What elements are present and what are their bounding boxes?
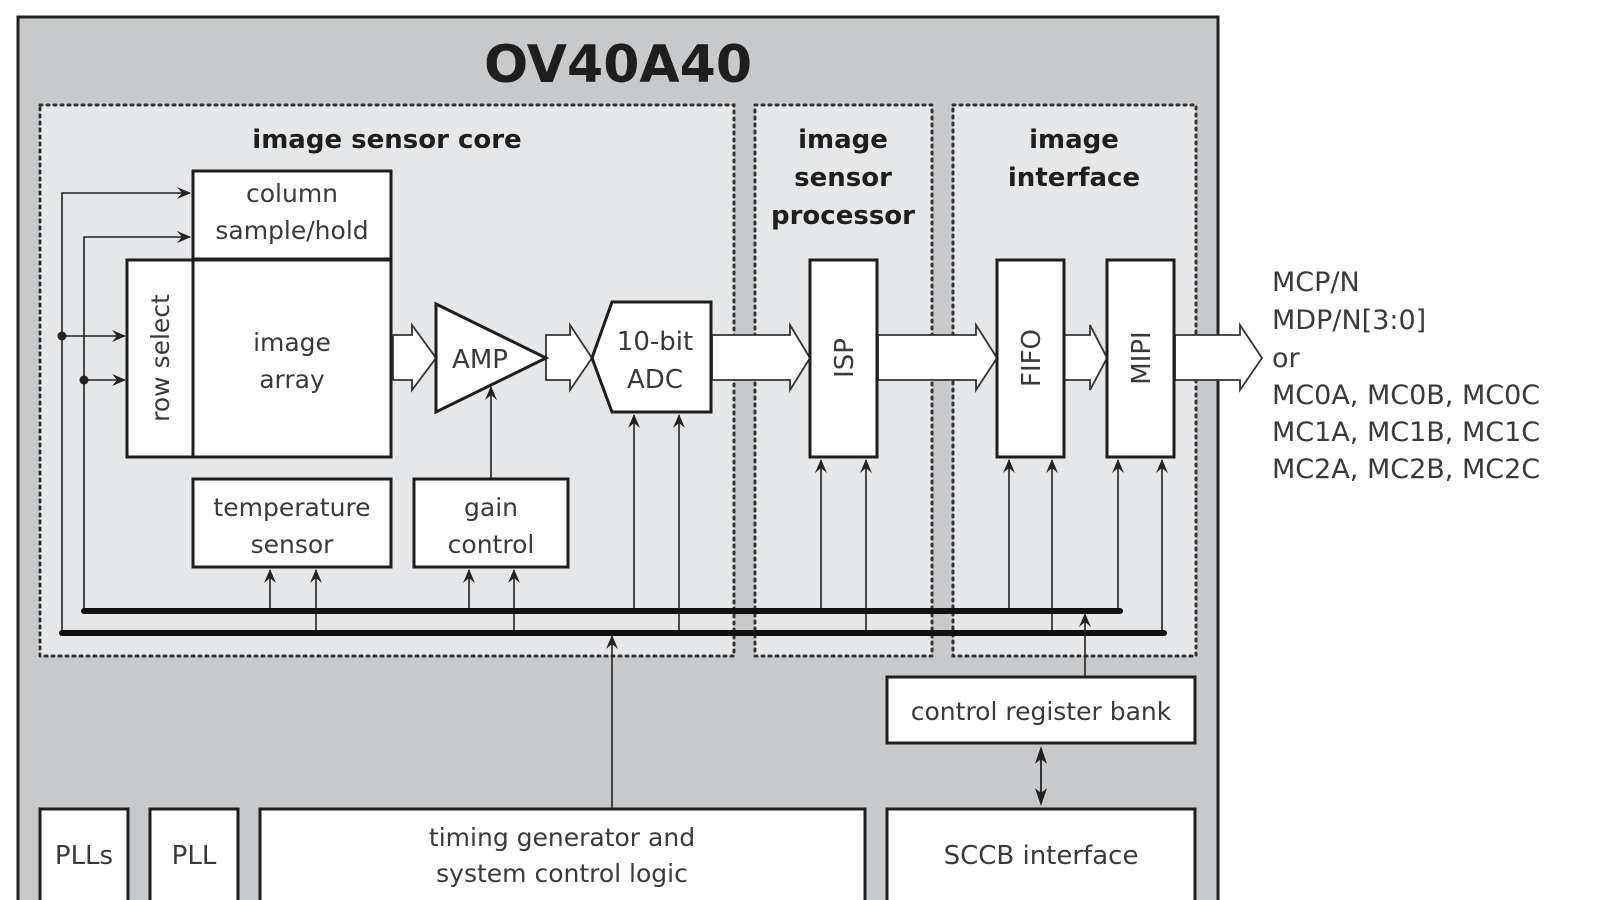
data-arrow-array-to-amp bbox=[392, 322, 438, 393]
region-label-isp-1: image bbox=[798, 125, 888, 155]
region-label-isp-3: processor bbox=[771, 201, 915, 231]
timing-generator-block bbox=[258, 807, 867, 900]
junction-dot-1 bbox=[57, 331, 67, 341]
wire-left-inner bbox=[83, 231, 191, 612]
region-label-core: image sensor core bbox=[252, 125, 521, 155]
column-sample-hold-block bbox=[191, 169, 393, 261]
plls-block bbox=[38, 807, 130, 900]
isp-block bbox=[808, 258, 879, 459]
image-array-label-1: image bbox=[253, 328, 331, 357]
amp-label: AMP bbox=[452, 345, 508, 375]
region-label-iface-2: interface bbox=[1008, 163, 1140, 193]
plls-label: PLLs bbox=[55, 841, 113, 871]
temperature-sensor-block bbox=[191, 477, 393, 569]
control-wires bbox=[264, 414, 1168, 633]
isp-label: ISP bbox=[830, 338, 860, 378]
mipi-label: MIPI bbox=[1127, 331, 1157, 384]
output-signal: MC0A, MC0B, MC0C bbox=[1272, 380, 1540, 411]
output-signal: MDP/N[3:0] bbox=[1272, 305, 1426, 336]
region-label-iface-1: image bbox=[1029, 125, 1119, 155]
row-select-block bbox=[125, 258, 195, 459]
row-select-label: row select bbox=[146, 294, 175, 422]
wire-left-outer bbox=[61, 187, 191, 633]
output-signal: MC2A, MC2B, MC2C bbox=[1272, 454, 1540, 485]
output-signal: MCP/N bbox=[1272, 267, 1360, 298]
region-label-isp-2: sensor bbox=[794, 163, 892, 193]
data-arrow-adc-to-isp bbox=[711, 321, 812, 394]
output-signal: or bbox=[1272, 343, 1301, 374]
image-array-block bbox=[191, 258, 393, 459]
amp-block bbox=[434, 301, 550, 415]
temp-label-1: temperature bbox=[213, 493, 370, 522]
junction-dot-2 bbox=[79, 375, 89, 385]
chip-title: OV40A40 bbox=[484, 35, 752, 95]
mipi-block bbox=[1105, 258, 1176, 459]
adc-label-2: ADC bbox=[627, 365, 683, 395]
timing-label-2: system control logic bbox=[436, 859, 688, 888]
sccb-label: SCCB interface bbox=[944, 841, 1139, 871]
gain-control-block bbox=[412, 477, 570, 569]
gain-label-2: control bbox=[448, 530, 535, 559]
column-label-2: sample/hold bbox=[215, 216, 368, 245]
timing-label-1: timing generator and bbox=[429, 823, 695, 852]
fifo-label: FIFO bbox=[1017, 329, 1047, 387]
pll-label: PLL bbox=[172, 841, 217, 871]
temp-label-2: sensor bbox=[251, 530, 335, 559]
image-array-label-2: array bbox=[259, 365, 325, 394]
crb-label: control register bank bbox=[911, 697, 1172, 726]
column-label-1: column bbox=[246, 179, 338, 208]
control-register-bank-block bbox=[885, 675, 1197, 745]
data-arrow-fifo-to-mipi bbox=[1063, 324, 1109, 391]
output-signal-list: MCP/N MDP/N[3:0] or MC0A, MC0B, MC0C MC1… bbox=[1272, 267, 1540, 485]
data-arrow-mipi-output bbox=[1174, 322, 1264, 393]
sccb-interface-block bbox=[885, 807, 1197, 900]
gain-label-1: gain bbox=[464, 493, 518, 522]
data-arrow-isp-to-fifo bbox=[877, 321, 999, 394]
data-arrow-amp-to-adc bbox=[545, 322, 594, 393]
output-signal: MC1A, MC1B, MC1C bbox=[1272, 417, 1540, 448]
bidirectional-arrow-icon bbox=[1035, 746, 1047, 806]
adc-block bbox=[590, 300, 713, 414]
fifo-block bbox=[995, 258, 1066, 459]
pll-block bbox=[148, 807, 240, 900]
adc-label-1: 10-bit bbox=[617, 327, 693, 357]
